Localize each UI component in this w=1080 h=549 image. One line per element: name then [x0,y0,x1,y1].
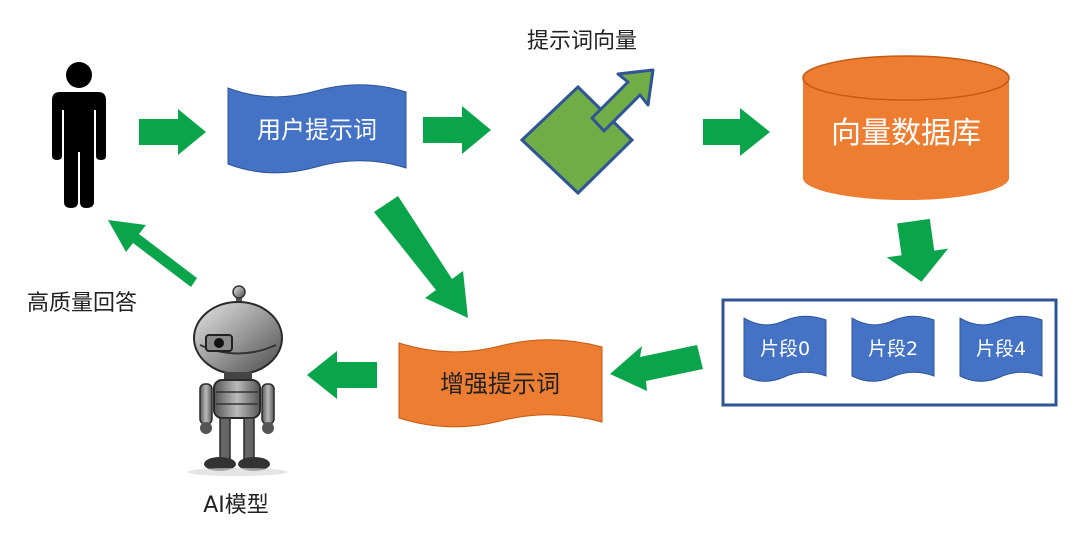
arrow-vector-to-db [703,108,770,156]
chunk-label: 片段0 [760,338,810,360]
high-quality-answer-label: 高质量回答 [27,291,137,316]
arrow-prompt-to-enhanced [374,196,468,318]
chunk-doc: 片段0 [743,315,827,382]
enhanced-prompt-label: 增强提示词 [440,370,560,398]
arrow-model-to-person [108,220,197,287]
chunks-container: 片段0 片段2 片段4 [721,298,1058,407]
vector-db-label: 向量数据库 [831,116,981,151]
database-cylinder-icon: 向量数据库 [802,55,1010,200]
arrow-person-to-prompt [139,109,206,155]
prompt-vector-label: 提示词向量 [527,29,637,54]
user-prompt-label: 用户提示词 [257,116,377,144]
chunk-doc: 片段4 [959,315,1043,382]
arrow-db-to-chunks [886,218,949,282]
ai-model-label: AI模型 [203,493,269,518]
chunk-label: 片段2 [868,338,918,360]
chunk-label: 片段4 [976,338,1026,360]
vector-arrow-icon [519,68,655,196]
user-prompt-doc: 用户提示词 [227,84,407,174]
enhanced-prompt-doc: 增强提示词 [398,339,603,428]
chunk-doc: 片段2 [851,315,935,382]
robot-icon [187,285,287,476]
arrow-chunks-to-enhanced [610,345,703,391]
arrow-prompt-to-vector [423,106,491,154]
person-icon [52,62,106,208]
arrow-enhanced-to-model [307,351,377,399]
